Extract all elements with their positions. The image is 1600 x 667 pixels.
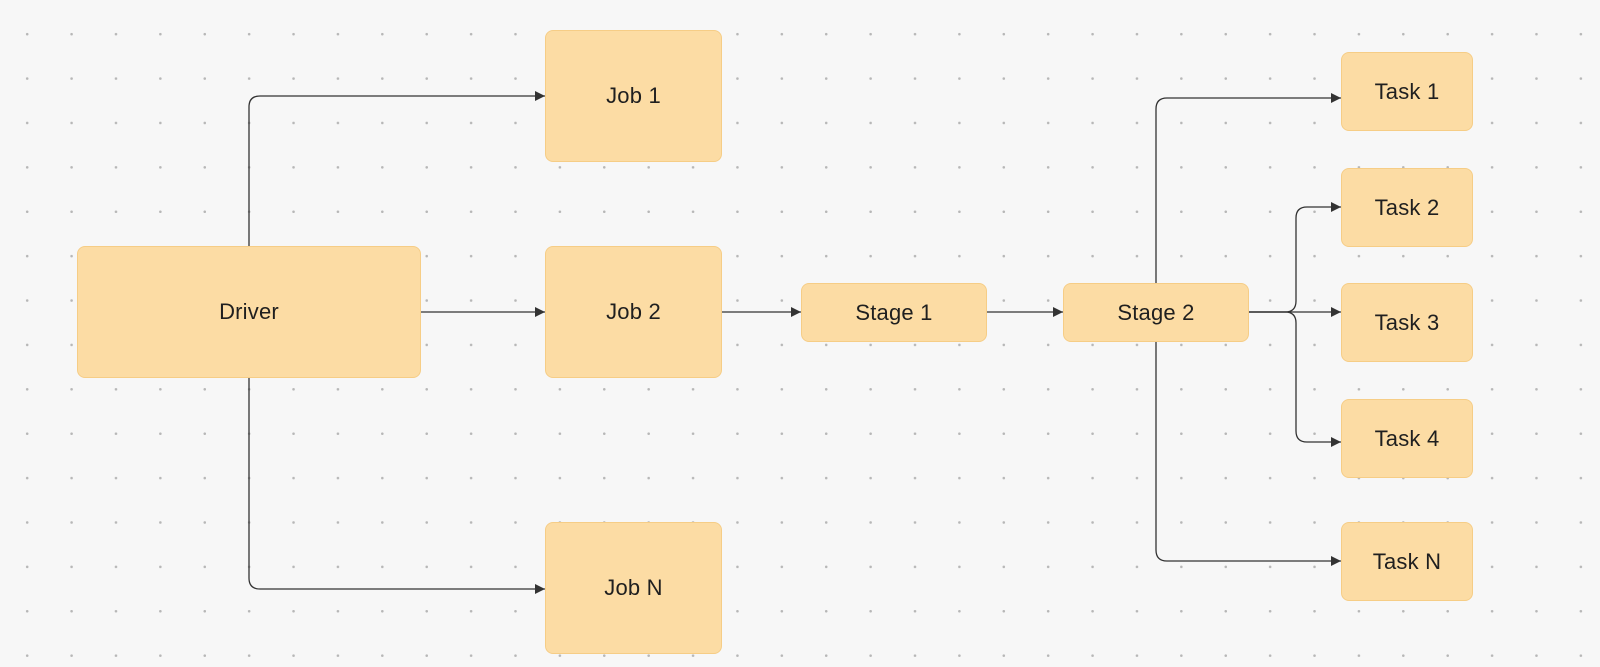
node-task-1-label: Task 1 [1374,78,1440,104]
node-stage-1[interactable]: Stage 1 [801,283,987,342]
node-stage-2[interactable]: Stage 2 [1063,283,1249,342]
node-task-2[interactable]: Task 2 [1341,168,1473,247]
node-task-n[interactable]: Task N [1341,522,1473,601]
node-task-n-label: Task N [1372,548,1442,574]
edge-stage2-task2 [1249,202,1341,313]
node-driver-label: Driver [219,299,279,324]
node-task-3[interactable]: Task 3 [1341,283,1473,362]
node-task-4-label: Task 4 [1374,425,1440,451]
node-job-1[interactable]: Job 1 [545,30,722,162]
node-job-n[interactable]: Job N [545,522,722,654]
node-driver[interactable]: Driver [77,246,421,378]
node-stage-2-label: Stage 2 [1117,299,1195,325]
node-task-3-label: Task 3 [1374,309,1440,335]
edge-stage2-task1 [1155,93,1341,283]
edge-driver-jobn [248,378,545,594]
node-task-4[interactable]: Task 4 [1341,399,1473,478]
edge-driver-job1 [248,91,545,246]
node-job-2[interactable]: Job 2 [545,246,722,378]
node-task-1[interactable]: Task 1 [1341,52,1473,131]
node-job-2-label: Job 2 [606,299,661,324]
node-job-n-label: Job N [604,575,663,600]
node-task-2-label: Task 2 [1374,194,1440,220]
node-stage-1-label: Stage 1 [855,299,933,325]
edge-stage2-task4 [1249,311,1341,447]
node-job-1-label: Job 1 [606,83,661,108]
edge-stage2-taskn [1155,342,1341,566]
